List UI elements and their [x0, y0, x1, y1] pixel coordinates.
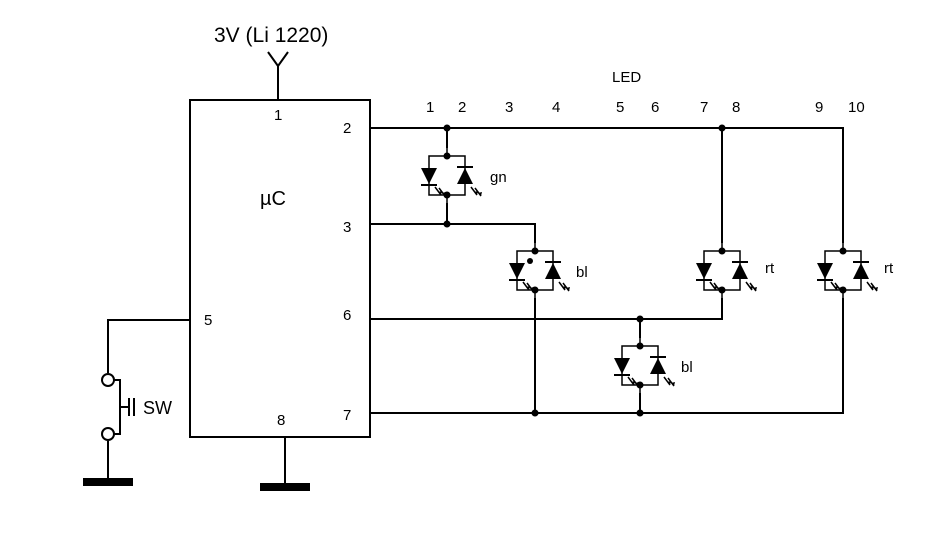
- switch-label: SW: [143, 398, 172, 418]
- led-number: 1: [426, 99, 434, 116]
- push-switch-icon: [101, 373, 135, 441]
- led-pair-blue-2: [613, 337, 676, 394]
- led-pair-label: rt: [884, 260, 894, 277]
- led-number: 2: [458, 99, 466, 116]
- led-pair-label: gn: [490, 169, 507, 186]
- pin-2-label: 2: [343, 120, 351, 137]
- led-pair-label: bl: [576, 264, 588, 281]
- led-number: 6: [651, 99, 659, 116]
- junction-dots: [443, 124, 726, 417]
- ground-icon: [260, 483, 310, 491]
- led-number: 5: [616, 99, 624, 116]
- ground-icon: [83, 478, 133, 486]
- pin-6-label: 6: [343, 307, 351, 324]
- led-number: 10: [848, 99, 865, 116]
- led-pair-red-1: [695, 242, 758, 299]
- led-number: 8: [732, 99, 740, 116]
- microcontroller-chip: [189, 99, 371, 438]
- pin-8-label: 8: [277, 412, 285, 429]
- led-pair-label: bl: [681, 359, 693, 376]
- led-number-row: 1 2 3 4 5 6 7 8 9 10: [426, 99, 865, 116]
- led-number: 3: [505, 99, 513, 116]
- led-pair-green: [420, 147, 483, 204]
- led-pair-blue-1: [508, 242, 571, 299]
- led-number: 9: [815, 99, 823, 116]
- pin-3-label: 3: [343, 219, 351, 236]
- supply-terminal-icon: [267, 51, 289, 100]
- pin-7-label: 7: [343, 407, 351, 424]
- led-number: 7: [700, 99, 708, 116]
- pin-1-label: 1: [274, 107, 282, 124]
- chip-name: µC: [260, 188, 286, 210]
- led-pair-red-2: [816, 242, 879, 299]
- supply-label: 3V (Li 1220): [214, 24, 328, 47]
- pin-5-label: 5: [204, 312, 212, 329]
- led-header: LED: [612, 69, 641, 86]
- led-number: 4: [552, 99, 560, 116]
- wires: [107, 127, 844, 483]
- led-pair-label: rt: [765, 260, 775, 277]
